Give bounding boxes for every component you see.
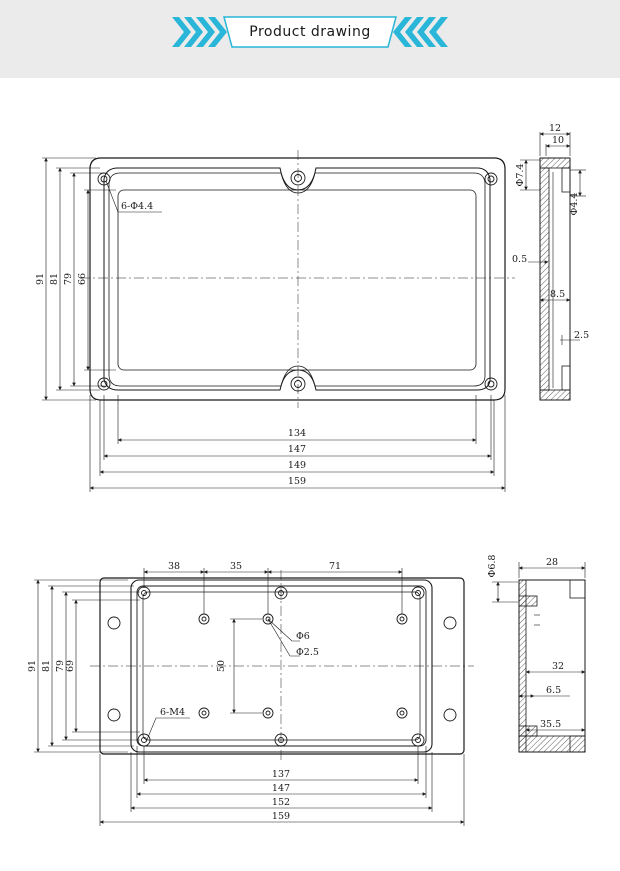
dim-79-base: 79 <box>55 660 66 672</box>
boss-callout-phi-6: Φ6 <box>296 631 310 642</box>
lid-outer-outline <box>89 157 506 401</box>
dim-35: 35 <box>230 561 242 572</box>
boss-callout-phi-2-5: Φ2.5 <box>296 647 319 658</box>
bottom-side-labels: 28 Φ6.8 32 6.5 35.5 <box>487 555 564 730</box>
lid-side-dimensions <box>520 132 586 345</box>
base-width-dimensions <box>99 746 465 826</box>
right-stripes-icon <box>393 17 448 47</box>
dim-91: 91 <box>35 273 46 285</box>
dim-10: 10 <box>552 135 564 146</box>
dim-79: 79 <box>63 273 74 285</box>
dim-91-base: 91 <box>27 660 38 672</box>
dim-159-base: 159 <box>272 811 290 822</box>
lid-centerlines <box>80 150 515 408</box>
dim-phi-7-4: Φ7.4 <box>515 164 526 187</box>
dim-152: 152 <box>272 797 290 808</box>
base-top-dimensions <box>143 568 403 714</box>
top-side-view <box>520 132 586 401</box>
dim-81: 81 <box>49 273 60 285</box>
boss-callout-leader-2 <box>267 618 300 657</box>
thread-callout-leader <box>145 717 190 743</box>
dim-8-5: 8.5 <box>550 289 565 300</box>
header-banner: Product drawing <box>0 0 620 78</box>
lid-hole-callout-leader <box>105 180 162 213</box>
thread-callout: 6-M4 <box>160 707 185 718</box>
dim-81-base: 81 <box>41 660 52 672</box>
bottom-side-view <box>492 562 586 753</box>
base-centerlines <box>90 570 474 760</box>
lid-inner-panel <box>117 189 477 371</box>
dim-35-5: 35.5 <box>540 719 561 730</box>
bottom-front-labels: 38 35 71 50 137 147 152 159 91 81 79 69 … <box>27 561 341 822</box>
dim-0-5: 0.5 <box>512 254 527 265</box>
dim-50: 50 <box>216 660 227 672</box>
lid-gasket-inner <box>108 172 486 387</box>
dim-66: 66 <box>77 273 88 285</box>
dim-phi-4-4: Φ4.4 <box>569 193 580 216</box>
dim-159: 159 <box>288 476 306 487</box>
dim-2-5: 2.5 <box>574 330 589 341</box>
dim-6-5: 6.5 <box>546 685 561 696</box>
dim-149: 149 <box>288 460 306 471</box>
lid-height-dimensions <box>42 157 116 401</box>
header-decoration <box>172 16 448 48</box>
dim-69: 69 <box>65 660 76 672</box>
header-title: Product drawing <box>249 24 371 40</box>
dim-phi-6-8: Φ6.8 <box>487 555 498 578</box>
top-side-labels: 12 10 Φ7.4 Φ4.4 0.5 8.5 2.5 <box>512 123 589 341</box>
lid-screw-holes <box>97 170 498 392</box>
dim-147-base: 147 <box>272 783 290 794</box>
lid-width-dimensions <box>89 395 506 492</box>
technical-drawing: 134 147 149 159 91 81 79 66 6-Φ4.4 <box>27 123 589 826</box>
base-mounting-slots <box>107 616 457 722</box>
dim-71: 71 <box>329 561 341 572</box>
lid-hole-callout: 6-Φ4.4 <box>121 201 153 212</box>
base-side-dimensions <box>492 562 586 732</box>
dim-134: 134 <box>288 428 306 439</box>
bottom-front-view <box>34 568 474 826</box>
dim-12: 12 <box>549 123 561 134</box>
top-front-view <box>42 150 515 492</box>
top-front-labels: 134 147 149 159 91 81 79 66 6-Φ4.4 <box>35 201 306 487</box>
dim-137: 137 <box>272 769 290 780</box>
title-frame <box>223 16 397 48</box>
dim-38: 38 <box>168 561 180 572</box>
dim-147: 147 <box>288 444 306 455</box>
dim-28: 28 <box>546 557 558 568</box>
lid-gasket-outline <box>103 167 491 391</box>
dim-32: 32 <box>552 661 564 672</box>
boss-callout-leader-1 <box>267 618 300 642</box>
base-height-dimensions <box>34 579 140 753</box>
left-stripes-icon <box>172 17 227 47</box>
